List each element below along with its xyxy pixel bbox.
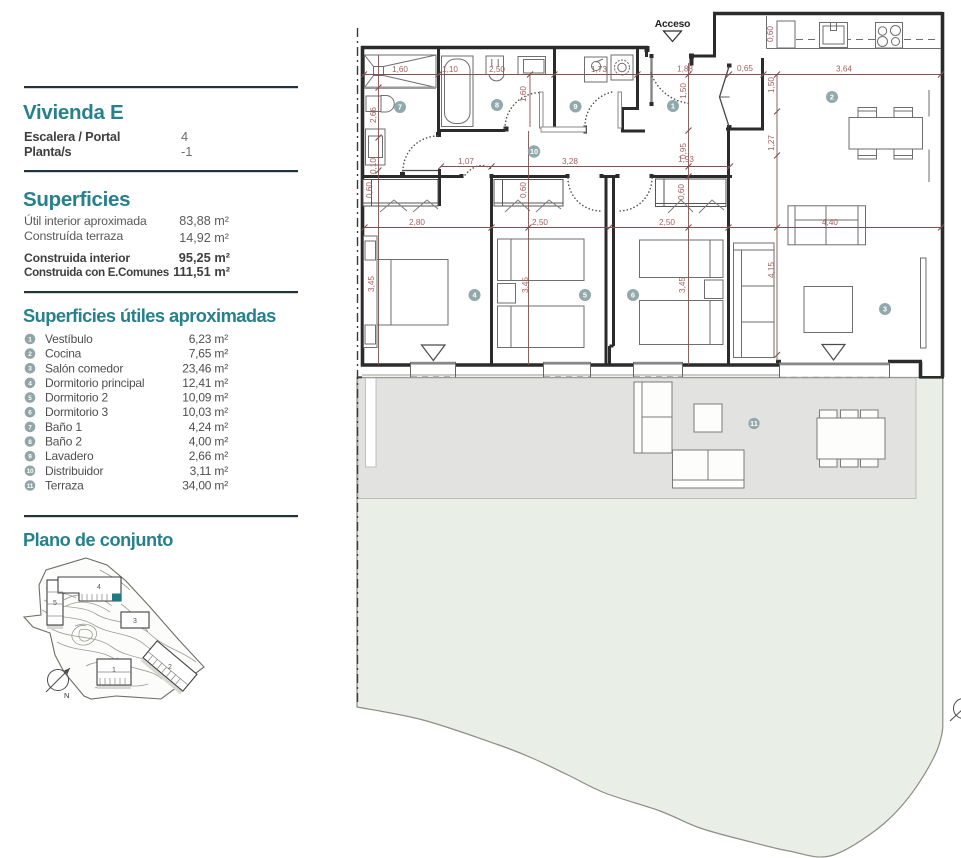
svg-text:0,60: 0,60 bbox=[365, 182, 374, 198]
svg-text:5: 5 bbox=[583, 291, 587, 300]
svg-text:1,07: 1,07 bbox=[458, 157, 474, 166]
svg-text:2: 2 bbox=[28, 351, 32, 358]
svg-text:10: 10 bbox=[530, 147, 538, 156]
svg-text:-1: -1 bbox=[181, 144, 192, 159]
svg-text:0,60: 0,60 bbox=[766, 26, 775, 42]
svg-text:Lavadero: Lavadero bbox=[45, 449, 94, 463]
svg-text:1,27: 1,27 bbox=[767, 135, 776, 151]
svg-text:3,28: 3,28 bbox=[562, 157, 578, 166]
svg-text:1,60: 1,60 bbox=[519, 86, 528, 102]
svg-text:12,41 m²: 12,41 m² bbox=[182, 376, 228, 390]
svg-text:Acceso: Acceso bbox=[655, 19, 690, 30]
svg-text:6,23 m²: 6,23 m² bbox=[189, 332, 228, 346]
svg-text:Plano de conjunto: Plano de conjunto bbox=[23, 530, 173, 550]
svg-text:0,60: 0,60 bbox=[519, 182, 528, 198]
svg-text:7: 7 bbox=[398, 103, 402, 112]
svg-text:11: 11 bbox=[750, 419, 758, 428]
svg-text:2: 2 bbox=[168, 664, 172, 671]
svg-text:Vestíbulo: Vestíbulo bbox=[45, 332, 93, 346]
svg-text:4,15: 4,15 bbox=[767, 262, 776, 278]
svg-text:1: 1 bbox=[671, 102, 675, 111]
svg-text:1,50: 1,50 bbox=[679, 83, 688, 99]
svg-text:4,40: 4,40 bbox=[822, 218, 838, 227]
svg-text:Vivienda E: Vivienda E bbox=[23, 101, 123, 124]
svg-text:Distribuidor: Distribuidor bbox=[45, 464, 103, 478]
svg-text:2: 2 bbox=[830, 93, 834, 102]
svg-text:2,50: 2,50 bbox=[659, 218, 675, 227]
svg-text:2,80: 2,80 bbox=[409, 218, 425, 227]
svg-text:3: 3 bbox=[883, 305, 887, 314]
svg-text:2,66: 2,66 bbox=[369, 107, 378, 123]
svg-text:7: 7 bbox=[28, 424, 32, 431]
svg-text:7,65 m²: 7,65 m² bbox=[189, 347, 228, 361]
svg-text:10,03 m²: 10,03 m² bbox=[182, 405, 228, 419]
svg-text:Dormitorio 2: Dormitorio 2 bbox=[45, 391, 108, 405]
svg-text:2,66 m²: 2,66 m² bbox=[189, 449, 228, 463]
svg-text:14,92 m²: 14,92 m² bbox=[179, 231, 229, 245]
svg-text:1,93: 1,93 bbox=[678, 155, 694, 164]
svg-text:4,00 m²: 4,00 m² bbox=[189, 435, 228, 449]
svg-text:2,50: 2,50 bbox=[532, 218, 548, 227]
svg-text:95,25 m²: 95,25 m² bbox=[179, 250, 230, 265]
svg-text:9: 9 bbox=[573, 102, 577, 111]
svg-text:3: 3 bbox=[28, 366, 32, 373]
svg-text:9: 9 bbox=[28, 454, 32, 461]
svg-text:Dormitorio principal: Dormitorio principal bbox=[45, 376, 144, 390]
svg-text:3,45: 3,45 bbox=[521, 277, 530, 293]
svg-text:5: 5 bbox=[53, 600, 57, 607]
svg-text:1,88: 1,88 bbox=[677, 65, 693, 74]
svg-text:4,24 m²: 4,24 m² bbox=[189, 420, 228, 434]
svg-text:4: 4 bbox=[472, 291, 477, 300]
svg-text:2,50: 2,50 bbox=[489, 65, 505, 74]
svg-text:3,45: 3,45 bbox=[367, 276, 376, 292]
svg-text:1: 1 bbox=[112, 667, 116, 674]
svg-text:23,46 m²: 23,46 m² bbox=[182, 361, 228, 375]
svg-text:0,95: 0,95 bbox=[679, 143, 688, 159]
svg-text:10,09 m²: 10,09 m² bbox=[182, 391, 228, 405]
svg-text:34,00 m²: 34,00 m² bbox=[182, 479, 228, 493]
svg-text:Planta/s: Planta/s bbox=[24, 144, 72, 159]
svg-text:8: 8 bbox=[28, 439, 32, 446]
svg-text:3: 3 bbox=[133, 618, 137, 625]
svg-text:0,65: 0,65 bbox=[737, 64, 753, 73]
svg-text:1,60: 1,60 bbox=[392, 65, 408, 74]
svg-text:5: 5 bbox=[28, 395, 32, 402]
svg-text:6: 6 bbox=[631, 291, 635, 300]
svg-text:4: 4 bbox=[97, 584, 101, 591]
svg-text:Baño 1: Baño 1 bbox=[45, 420, 82, 434]
svg-text:3,45: 3,45 bbox=[678, 277, 687, 293]
svg-text:83,88 m²: 83,88 m² bbox=[179, 214, 229, 228]
svg-text:Salón comedor: Salón comedor bbox=[45, 361, 123, 375]
svg-text:4: 4 bbox=[181, 129, 188, 144]
svg-text:0,10: 0,10 bbox=[369, 158, 378, 174]
svg-text:Superficies: Superficies bbox=[23, 188, 130, 211]
svg-text:3,11 m²: 3,11 m² bbox=[190, 464, 229, 478]
svg-text:10: 10 bbox=[27, 468, 34, 475]
svg-text:Construida con E.Comunes: Construida con E.Comunes bbox=[24, 266, 170, 279]
svg-text:Superficies útiles aproximadas: Superficies útiles aproximadas bbox=[23, 305, 276, 326]
svg-text:1,10: 1,10 bbox=[442, 65, 458, 74]
svg-text:Construida interior: Construida interior bbox=[24, 251, 130, 265]
svg-text:6: 6 bbox=[28, 410, 32, 417]
svg-text:4: 4 bbox=[28, 380, 32, 387]
svg-text:1,50: 1,50 bbox=[767, 77, 776, 93]
svg-text:111,51 m²: 111,51 m² bbox=[173, 264, 230, 279]
svg-text:1,73: 1,73 bbox=[591, 65, 607, 74]
svg-text:3,64: 3,64 bbox=[836, 65, 852, 74]
svg-text:Dormitorio 3: Dormitorio 3 bbox=[45, 405, 108, 419]
svg-text:Terraza: Terraza bbox=[45, 479, 84, 493]
svg-text:Útil interior aproximada: Útil interior aproximada bbox=[24, 213, 147, 228]
svg-text:0,60: 0,60 bbox=[677, 184, 686, 200]
svg-text:1: 1 bbox=[28, 336, 32, 343]
svg-text:11: 11 bbox=[27, 483, 34, 490]
svg-text:Construída terraza: Construída terraza bbox=[24, 229, 123, 243]
svg-text:N: N bbox=[64, 691, 69, 700]
svg-text:8: 8 bbox=[495, 101, 499, 110]
svg-text:Escalera / Portal: Escalera / Portal bbox=[24, 129, 120, 144]
svg-text:Cocina: Cocina bbox=[45, 347, 82, 361]
svg-text:Baño 2: Baño 2 bbox=[45, 435, 82, 449]
